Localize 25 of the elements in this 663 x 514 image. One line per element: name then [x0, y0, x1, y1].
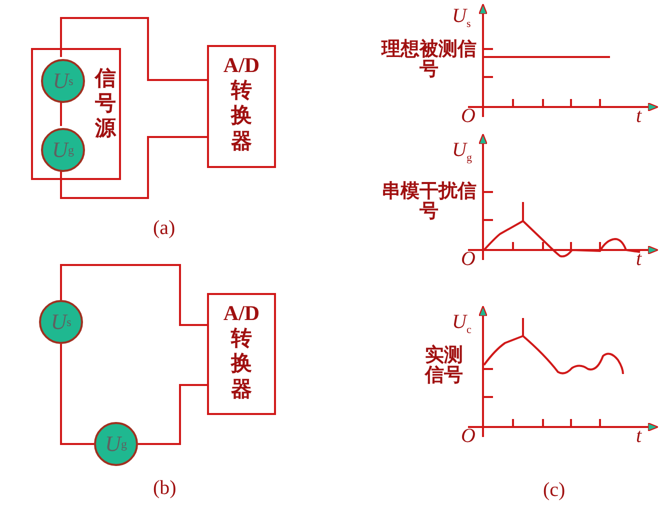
- signal-label: 串模干扰信号: [380, 182, 478, 222]
- wire: [60, 264, 207, 326]
- wire: [60, 101, 62, 126]
- axis-label: t: [636, 249, 642, 270]
- source-label: 信号源: [95, 66, 117, 142]
- axis-label: O: [461, 426, 476, 447]
- panel-label: (b): [153, 478, 176, 499]
- axis-label: t: [636, 106, 642, 127]
- wire: [60, 344, 94, 445]
- wire: [60, 17, 207, 81]
- converter-box: A/D转换器: [207, 293, 276, 415]
- signal-label: 理想被测信号: [380, 40, 478, 80]
- axis-label: U$_{g}$: [452, 140, 472, 165]
- signal-source-box: [31, 48, 121, 180]
- signal-label: 实测信号: [424, 346, 464, 386]
- axis-label: O: [461, 106, 476, 127]
- wire: [138, 384, 207, 445]
- panel-label: (a): [153, 218, 176, 239]
- axis-label: U$_{s}$: [452, 6, 471, 31]
- axis-label: O: [461, 249, 476, 270]
- axis-label: t: [636, 426, 642, 447]
- converter-box: A/D转换器: [207, 45, 276, 168]
- axis-label: U$_{c}$: [452, 312, 472, 337]
- panel-label: (c): [543, 480, 566, 501]
- wire: [60, 136, 207, 199]
